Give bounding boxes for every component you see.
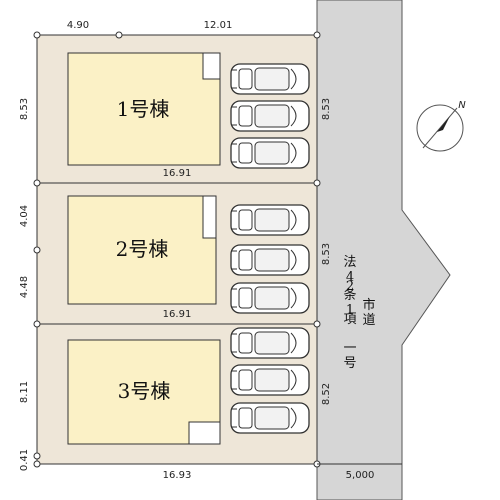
dim-lot3-width: 16.93 <box>163 470 192 481</box>
dim-lot1-left: 8.53 <box>19 98 30 120</box>
building-3-notch <box>188 421 221 445</box>
dim-lot2-left-upper: 4.04 <box>19 205 30 227</box>
dim-top-right: 12.01 <box>204 20 233 31</box>
dim-lot2-width: 16.91 <box>163 309 192 320</box>
car-icon <box>230 364 310 396</box>
car-icon <box>230 282 310 314</box>
building-2-notch <box>202 195 217 239</box>
car-icon <box>230 327 310 359</box>
road-area <box>316 0 451 500</box>
building-1-notch <box>202 52 221 80</box>
parking-area <box>230 63 310 434</box>
road-label-col2: 市道 <box>362 297 375 328</box>
building-1-label: 1号棟 <box>117 97 170 121</box>
dim-bottom-strip: 0.41 <box>19 449 30 471</box>
dim-top-left: 4.90 <box>67 20 89 31</box>
dim-road-width: 5,000 <box>346 470 375 481</box>
road-label-col3: 一号 <box>343 341 356 371</box>
dim-lot1-right: 8.53 <box>321 98 332 120</box>
building-3-label: 3号棟 <box>118 379 171 403</box>
car-icon <box>230 137 310 169</box>
building-2 <box>67 195 217 305</box>
dim-lot3-left: 8.11 <box>19 381 30 403</box>
dim-lot2-left-lower: 4.48 <box>19 276 30 298</box>
car-icon <box>230 204 310 236</box>
building-1 <box>67 52 221 166</box>
compass-north-label: N <box>458 100 466 111</box>
dim-lot2-right: 8.53 <box>321 243 332 265</box>
car-icon <box>230 63 310 95</box>
north-compass-icon: N <box>416 100 466 152</box>
car-icon <box>230 244 310 276</box>
dim-lot3-right: 8.52 <box>321 383 332 405</box>
car-icon <box>230 402 310 434</box>
car-icon <box>230 100 310 132</box>
building-2-label: 2号棟 <box>116 237 169 261</box>
dim-lot1-width: 16.91 <box>163 168 192 179</box>
